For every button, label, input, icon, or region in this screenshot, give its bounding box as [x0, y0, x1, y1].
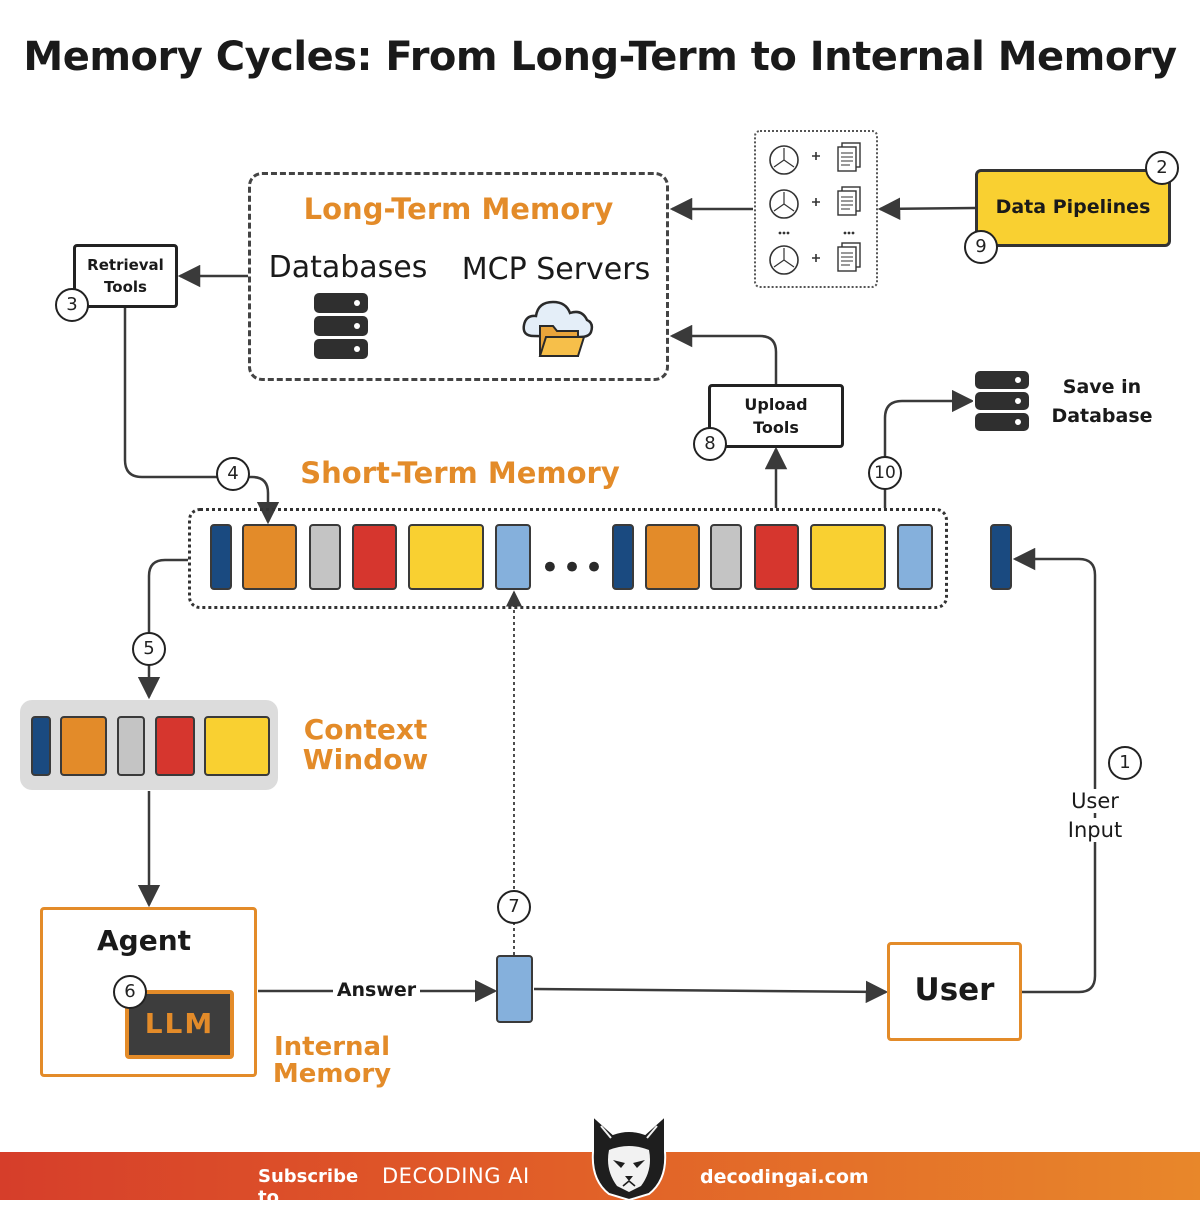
database-icon — [312, 291, 370, 361]
cloud-folder-icon — [522, 300, 594, 357]
arrow-pipelines-to-documents — [877, 197, 976, 221]
stm-token-4 — [352, 524, 397, 590]
cat-logo-icon — [591, 1113, 667, 1200]
step-2-badge: 2 — [1145, 151, 1179, 185]
step-3-badge: 3 — [55, 288, 89, 322]
short-term-memory-box — [188, 508, 948, 609]
step-9-badge: 9 — [964, 230, 998, 264]
context-token-1 — [31, 716, 51, 776]
context-token-3 — [117, 716, 145, 776]
arrow-stm-to-save-db — [883, 389, 975, 508]
footer-brand-text: DECODING AI — [382, 1164, 530, 1188]
answer-label: Answer — [336, 979, 417, 1001]
document-row-ellipsis — [778, 231, 855, 235]
step-10-badge: 10 — [868, 456, 902, 490]
footer-url-link[interactable]: decodingai.com — [700, 1166, 869, 1188]
agent-label: Agent — [96, 924, 192, 957]
context-window-label-line1: Context — [303, 713, 428, 746]
diagram-title: Memory Cycles: From Long-Term to Interna… — [23, 34, 1177, 80]
user-box — [887, 942, 1022, 1041]
stm-token-9 — [710, 524, 742, 590]
step-1-badge: 1 — [1108, 746, 1142, 780]
stm-token-2 — [242, 524, 297, 590]
stm-ellipsis: ••• — [539, 548, 607, 588]
context-window-label-line2: Window — [302, 743, 429, 776]
mcp-servers-label: MCP Servers — [461, 252, 651, 287]
context-token-2 — [60, 716, 107, 776]
step-8-badge: 8 — [693, 427, 727, 461]
retrieval-tools-box: Retrieval Tools — [73, 244, 178, 308]
document-row-2 — [769, 186, 861, 219]
user-input-label-line2: Input — [1054, 818, 1136, 842]
stm-token-12 — [897, 524, 933, 590]
document-row-1 — [769, 142, 861, 175]
documents-panel — [754, 130, 878, 288]
step-6-badge: 6 — [113, 975, 147, 1009]
save-in-database-line1: Save in — [1062, 376, 1142, 398]
stm-token-3 — [309, 524, 341, 590]
arrow-user-input-to-stm — [1012, 547, 1097, 994]
data-pipelines-label: Data Pipelines — [995, 196, 1151, 218]
user-label: User — [914, 972, 995, 1008]
step-5-badge: 5 — [132, 632, 166, 666]
footer-subscribe-text: Subscribe to — [258, 1166, 359, 1208]
context-token-4 — [155, 716, 195, 776]
arrow-answer-to-user — [533, 980, 889, 1004]
internal-memory-label-line2: Memory — [272, 1059, 392, 1089]
arrow-retrieval-to-stm — [123, 308, 280, 525]
save-database-icon — [973, 369, 1031, 433]
stm-token-10 — [754, 524, 799, 590]
data-pipelines-box — [975, 169, 1171, 247]
arrow-upload-to-ltm — [669, 324, 778, 384]
stm-token-11 — [810, 524, 886, 590]
user-input-label-line1: User — [1054, 789, 1136, 813]
short-term-memory-label: Short-Term Memory — [300, 456, 620, 490]
long-term-memory-box — [248, 172, 669, 381]
databases-label: Databases — [268, 250, 428, 285]
upload-tools-box: Upload Tools — [708, 384, 844, 448]
long-term-memory-label: Long-Term Memory — [303, 192, 614, 226]
stm-token-5 — [408, 524, 484, 590]
document-rows — [769, 142, 861, 275]
document-row-3 — [769, 242, 861, 275]
stm-token-8 — [645, 524, 700, 590]
step-7-badge: 7 — [497, 890, 531, 924]
stm-token-7 — [612, 524, 634, 590]
step-4-badge: 4 — [216, 457, 250, 491]
answer-token — [496, 955, 533, 1023]
llm-label: LLM — [144, 1007, 215, 1040]
stm-token-6 — [495, 524, 531, 590]
save-in-database-line2: Database — [1051, 405, 1153, 427]
context-token-5 — [204, 716, 270, 776]
stm-token-1 — [210, 524, 232, 590]
user-input-token — [990, 524, 1012, 590]
internal-memory-label-line1: Internal — [273, 1032, 391, 1062]
arrow-stm-to-context — [137, 558, 188, 700]
